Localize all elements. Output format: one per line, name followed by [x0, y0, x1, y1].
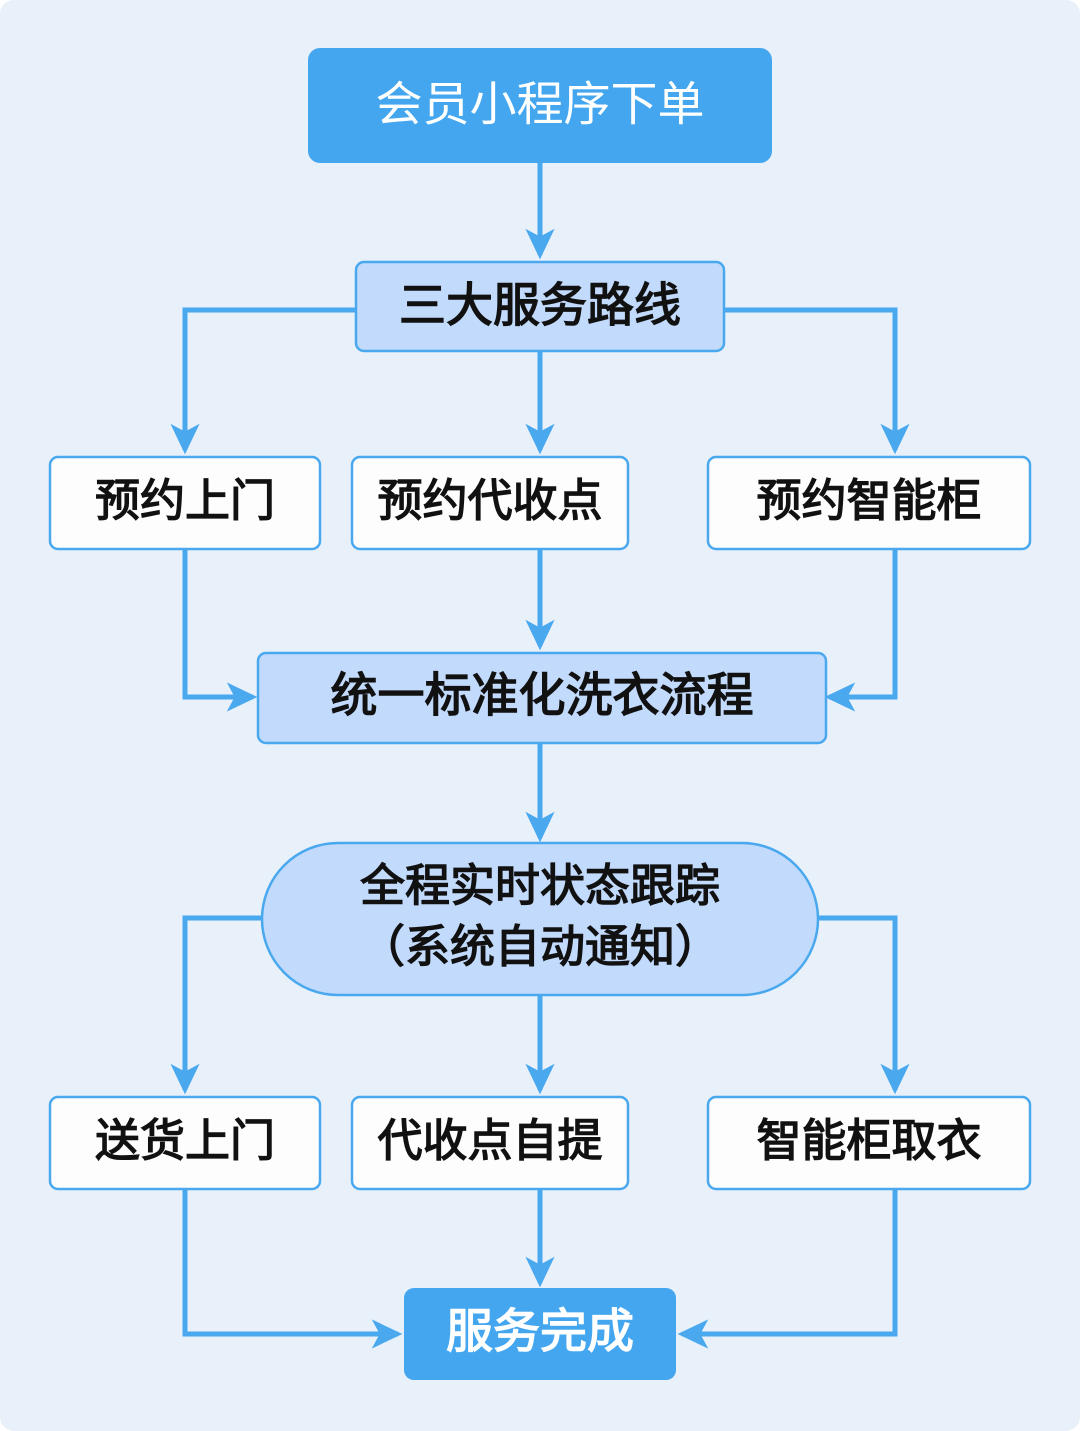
node-delivery-3-shape[interactable] — [706, 1095, 1032, 1191]
edge-delivery-3-to-end — [677, 1189, 898, 1349]
node-process-shape[interactable] — [256, 651, 828, 745]
node-tracking-label-line-1: 全程实时状态跟踪 — [359, 860, 720, 911]
node-hub[interactable]: 三大服务路线 — [354, 260, 726, 353]
node-delivery-1-label: 送货上门 — [95, 1115, 275, 1166]
node-intake-1[interactable]: 预约上门 — [48, 455, 322, 551]
node-end[interactable]: 服务完成 — [404, 1288, 676, 1380]
node-delivery-2-label: 代收点自提 — [376, 1115, 602, 1166]
node-tracking-label-line-2: （系统自动通知） — [360, 921, 720, 972]
node-intake-2-label: 预约代收点 — [377, 475, 602, 526]
edge-delivery-1-to-end — [182, 1189, 403, 1349]
node-intake-2-shape[interactable] — [350, 455, 630, 551]
node-start-shape[interactable] — [308, 48, 772, 163]
node-intake-3-label: 预约智能柜 — [756, 475, 981, 526]
node-intake-1-label: 预约上门 — [95, 475, 275, 526]
node-delivery-1[interactable]: 送货上门 — [48, 1095, 322, 1191]
node-delivery-3[interactable]: 智能柜取衣 — [706, 1095, 1032, 1191]
node-process-label: 统一标准化洗衣流程 — [331, 668, 754, 721]
edge-tracking-to-delivery-1 — [170, 915, 264, 1095]
node-end-label: 服务完成 — [446, 1304, 634, 1357]
node-intake-1-shape[interactable] — [48, 455, 322, 551]
node-tracking[interactable]: 全程实时状态跟踪 （系统自动通知） — [260, 841, 820, 997]
edge-hub-to-intake-3 — [724, 307, 910, 455]
node-delivery-2[interactable]: 代收点自提 — [350, 1095, 630, 1191]
node-start[interactable]: 会员小程序下单 — [308, 48, 772, 163]
node-delivery-1-shape[interactable] — [48, 1095, 322, 1191]
edge-hub-to-intake-1 — [170, 307, 356, 455]
node-hub-shape[interactable] — [354, 260, 726, 353]
node-start-label: 会员小程序下单 — [376, 77, 705, 130]
node-intake-3[interactable]: 预约智能柜 — [706, 455, 1032, 551]
node-intake-2[interactable]: 预约代收点 — [350, 455, 630, 551]
connector-layer — [170, 163, 910, 1349]
edge-intake-1-to-process — [182, 549, 258, 712]
node-process[interactable]: 统一标准化洗衣流程 — [256, 651, 828, 745]
edge-tracking-to-delivery-3 — [816, 915, 910, 1095]
node-end-shape[interactable] — [404, 1288, 676, 1380]
edge-intake-3-to-process — [824, 549, 898, 712]
node-hub-label: 三大服务路线 — [399, 278, 681, 331]
node-intake-3-shape[interactable] — [706, 455, 1032, 551]
node-delivery-2-shape[interactable] — [350, 1095, 630, 1191]
node-delivery-3-label: 智能柜取衣 — [756, 1115, 981, 1166]
node-tracking-shape[interactable] — [260, 841, 820, 997]
